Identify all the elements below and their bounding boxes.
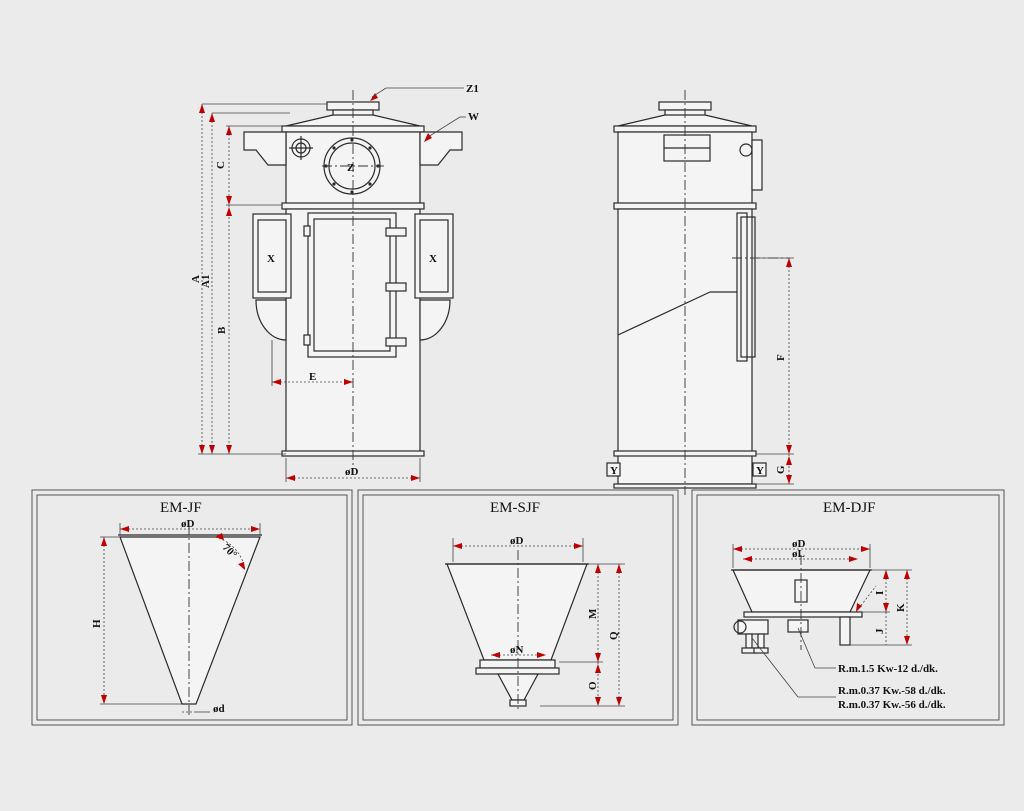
panel-em-sjf: EM-SJF øD øN M Q	[357, 489, 679, 726]
panel-djf-title: EM-DJF	[823, 500, 876, 516]
panel-sjf-title: EM-SJF	[490, 500, 540, 516]
label-a1: A1	[200, 275, 212, 288]
panel-jf-h: H	[91, 619, 103, 628]
label-w: W	[468, 111, 479, 123]
panel-djf-note-3: R.m.0.37 Kw.-56 d./dk.	[838, 699, 946, 711]
label-c: C	[215, 161, 227, 169]
panel-djf-ol: øL	[792, 548, 805, 560]
panel-djf-i: I	[874, 591, 886, 595]
label-g: G	[775, 465, 787, 474]
label-e: E	[309, 371, 316, 383]
label-x-right: X	[429, 253, 437, 265]
panel-djf-j: J	[874, 628, 886, 634]
panel-sjf-od: øD	[510, 535, 524, 547]
panel-sjf-m: M	[587, 608, 599, 619]
label-f: F	[775, 354, 787, 361]
label-z: Z	[347, 162, 354, 174]
panel-djf-k: K	[895, 603, 907, 612]
panel-sjf-on: øN	[510, 644, 524, 656]
panel-sjf-q: Q	[608, 631, 620, 640]
label-x-left: X	[267, 253, 275, 265]
label-y-right: Y	[756, 465, 764, 477]
side-view: F G Y Y	[606, 90, 794, 495]
panel-jf-title: EM-JF	[160, 500, 202, 516]
panel-djf-note-2: R.m.0.37 Kw.-58 d./dk.	[838, 685, 946, 697]
panel-djf-od: øD	[792, 538, 806, 550]
label-a: A	[190, 275, 202, 283]
panel-jf-od: øD	[181, 518, 195, 530]
label-y-left: Y	[610, 465, 618, 477]
label-b: B	[216, 326, 228, 334]
panel-jf-small-d: ød	[213, 703, 225, 715]
panel-sjf-o: O	[587, 681, 599, 690]
panel-em-djf: EM-DJF	[691, 489, 1005, 726]
panel-em-jf: EM-JF øD 70° H ød	[31, 489, 353, 726]
label-z1: Z1	[466, 83, 479, 95]
panel-djf-note-1: R.m.1.5 Kw-12 d./dk.	[838, 663, 938, 675]
front-view: Z1 W Z X X C A A1 B E øD	[190, 83, 479, 482]
label-od: øD	[345, 466, 359, 478]
